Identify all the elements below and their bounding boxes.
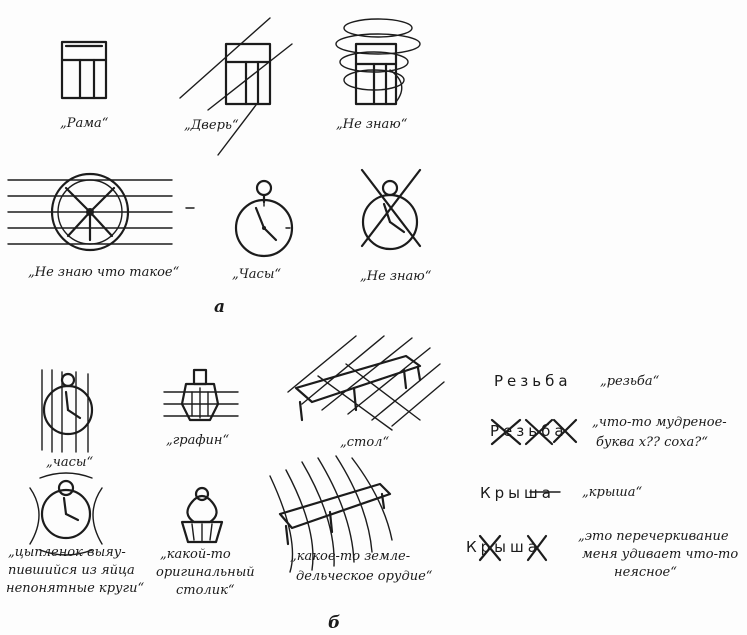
word-1-caption: „резьба“ [600, 374, 660, 389]
word-4-caption-1: „это перечеркивание [578, 529, 729, 544]
caption-watch-a: „Часы“ [232, 267, 281, 282]
word-4-caption-3: неясное“ [614, 565, 677, 580]
caption-watch-b: „часы“ [46, 455, 93, 470]
word-1: Резьба [494, 372, 572, 390]
word-4-crossings [478, 534, 548, 562]
word-4: Крыша [466, 538, 541, 556]
section-a-label: а [214, 297, 225, 317]
caption-small-table-3: столик“ [176, 583, 235, 598]
drawing-frame [60, 40, 108, 100]
caption-decanter: „графин“ [166, 433, 229, 448]
drawing-table [287, 335, 445, 431]
word-2-crossings [490, 418, 578, 446]
drawing-tool [269, 455, 393, 573]
word-3-caption: „крыша“ [582, 485, 642, 500]
word-2-caption-2: буква х?? соха?“ [596, 435, 708, 450]
caption-dont-know-2: „Не знаю“ [360, 269, 432, 284]
caption-chick-1: „цыпленок выяу- [8, 545, 126, 560]
word-3: Крыша [480, 484, 555, 502]
drawing-crossed-watch [360, 168, 422, 251]
caption-small-table-1: „какой-то [160, 547, 231, 562]
drawing-small-table [180, 486, 224, 544]
drawing-watch-a [234, 179, 294, 258]
drawing-watch-b [41, 369, 94, 453]
caption-tool-1: „какое-то земле- [290, 549, 410, 564]
drawing-chick [29, 472, 103, 556]
drawing-dont-know-1 [335, 18, 421, 106]
drawing-wheel [7, 172, 195, 252]
drawing-door [179, 17, 293, 156]
caption-frame: „Рама“ [60, 116, 109, 131]
caption-chick-3: непонятные круги“ [6, 581, 144, 596]
caption-table: „стол“ [340, 435, 389, 450]
caption-dont-know-1: „Не знаю“ [336, 117, 408, 132]
section-b-label: б [328, 613, 340, 633]
caption-small-table-2: оригинальный [156, 565, 255, 580]
caption-door: „Дверь“ [184, 118, 239, 133]
drawing-decanter [163, 368, 239, 422]
caption-chick-2: пившийся из яйца [8, 563, 135, 578]
word-2: Резьба [490, 422, 568, 440]
word-2-caption-1: „что-то мудреное- [592, 415, 727, 430]
caption-dont-know-what: „Не знаю что такое“ [28, 265, 180, 280]
caption-tool-2: дельческое орудие“ [296, 569, 433, 584]
word-4-caption-2: меня удивает что-то [582, 547, 738, 562]
